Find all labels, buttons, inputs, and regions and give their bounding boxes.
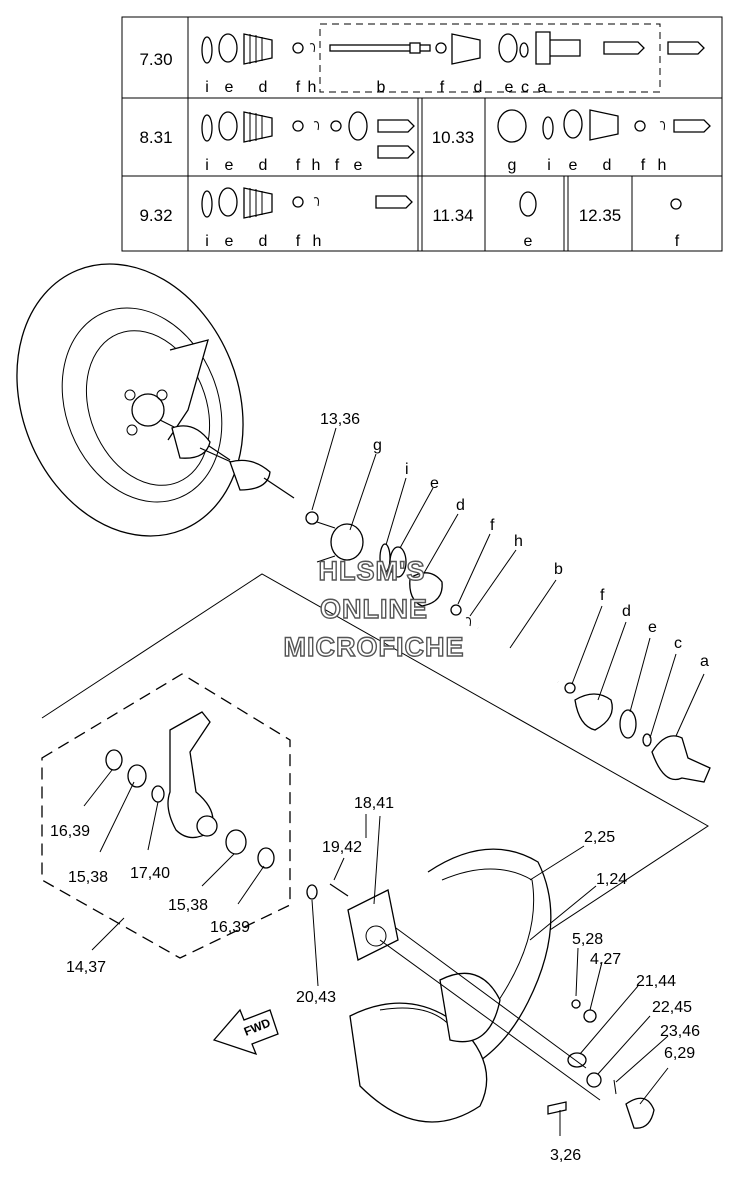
legend-r1-h: h (308, 79, 317, 96)
legend-r3-h: h (313, 233, 322, 250)
callout-a: a (700, 653, 709, 670)
callout-h: h (514, 533, 523, 550)
legend-r2-d: d (259, 157, 268, 174)
callout-13-36: 13,36 (320, 411, 360, 428)
callout-15-38b: 15,38 (168, 897, 208, 914)
legend-r3-e: e (225, 233, 234, 250)
legend-r3-i: i (205, 233, 209, 250)
legend-r2-i2: i (547, 157, 551, 174)
callout-b: b (554, 561, 563, 578)
callout-18-41: 18,41 (354, 795, 394, 812)
callout-16-39b: 16,39 (210, 919, 250, 936)
callout-23-46: 23,46 (660, 1023, 700, 1040)
legend-r2-e2: e (354, 157, 363, 174)
knuckle-parts (105, 711, 318, 900)
legend-r3-f: f (296, 233, 301, 250)
legend-code-10-33: 10.33 (432, 128, 475, 147)
kit-legend-table: 7.30 8.31 9.32 10.33 11.34 12.35 i e (121, 16, 723, 252)
legend-code-7-30: 7.30 (139, 50, 172, 69)
callout-3-26: 3,26 (550, 1147, 581, 1164)
callout-d2: d (622, 603, 631, 620)
legend-r2-d2: d (603, 157, 612, 174)
legend-row2-icons (201, 109, 711, 159)
legend-r2-e3: e (569, 157, 578, 174)
exploded-view-outline (41, 573, 709, 973)
watermark-line-2: ONLINE (320, 594, 428, 624)
legend-r2-f: f (296, 157, 301, 174)
legend-row3-icons (201, 187, 682, 219)
legend-r1-d2: d (474, 79, 483, 96)
legend-r2-f2: f (335, 157, 340, 174)
legend-r3-e2: e (524, 233, 533, 250)
legend-r2-i: i (205, 157, 209, 174)
forward-direction-arrow: FWD (212, 1008, 279, 1056)
callout-20-43: 20,43 (296, 989, 336, 1006)
watermark-line-1: HLSM'S (319, 556, 426, 586)
callout-6-29: 6,29 (664, 1045, 695, 1062)
hub-and-tire (329, 848, 655, 1129)
callout-e: e (430, 475, 439, 492)
legend-r2-e: e (225, 157, 234, 174)
legend-r1-a: a (538, 79, 547, 96)
legend-r1-c: c (521, 79, 529, 96)
callout-g: g (373, 437, 382, 454)
callout-4-27: 4,27 (590, 951, 621, 968)
callout-19-42: 19,42 (322, 839, 362, 856)
callout-i: i (405, 461, 409, 478)
knuckle-group-box (41, 673, 291, 959)
callout-17-40: 17,40 (130, 865, 170, 882)
legend-r1-b: b (377, 79, 386, 96)
legend-code-9-32: 9.32 (139, 206, 172, 225)
legend-r1-f2: f (440, 79, 445, 96)
callout-d: d (456, 497, 465, 514)
legend-r3-f2: f (675, 233, 680, 250)
callout-c: c (674, 635, 682, 652)
legend-r2-h: h (312, 157, 321, 174)
callout-1-24: 1,24 (596, 871, 627, 888)
legend-r1-d: d (259, 79, 268, 96)
assembled-wheel-drawing (16, 263, 295, 537)
legend-r2-g: g (508, 157, 517, 174)
callout-22-45: 22,45 (652, 999, 692, 1016)
callout-16-39a: 16,39 (50, 823, 90, 840)
callout-f: f (490, 517, 495, 534)
legend-code-11-34: 11.34 (432, 206, 473, 225)
watermark-line-3: MICROFICHE (284, 632, 465, 662)
legend-r1-e2: e (505, 79, 514, 96)
callout-5-28: 5,28 (572, 931, 603, 948)
callout-15-38a: 15,38 (68, 869, 108, 886)
callout-21-44: 21,44 (636, 973, 676, 990)
callout-e2: e (648, 619, 657, 636)
legend-r2-h2: h (658, 157, 667, 174)
exploded-shaft-parts (305, 511, 711, 783)
legend-r2-f3: f (641, 157, 646, 174)
legend-r1-e: e (225, 79, 234, 96)
legend-code-8-31: 8.31 (139, 128, 172, 147)
legend-r1-i: i (205, 79, 209, 96)
leader-lines (83, 427, 705, 1136)
legend-r3-d: d (259, 233, 268, 250)
watermark: HLSM'S ONLINE MICROFICHE (283, 555, 465, 662)
callout-f2: f (600, 587, 605, 604)
legend-row1-icons (201, 31, 705, 65)
legend-r1-f: f (296, 79, 301, 96)
legend-code-12-35: 12.35 (579, 206, 622, 225)
callout-2-25: 2,25 (584, 829, 615, 846)
callout-14-37: 14,37 (66, 959, 106, 976)
